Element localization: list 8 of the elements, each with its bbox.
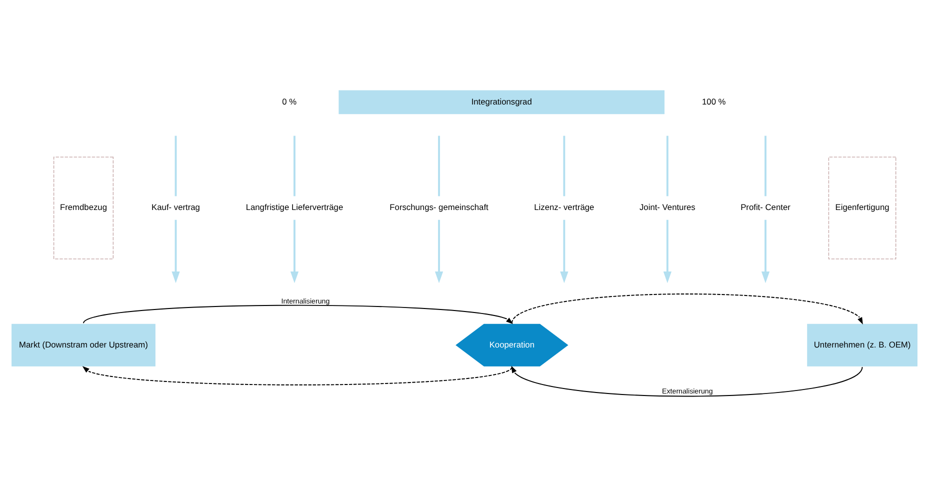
node-text: Kauf- vertrag	[152, 202, 200, 212]
node-text: Joint- Ventures	[639, 202, 696, 212]
node-text: Forschungs- gemeinschaft	[390, 202, 488, 212]
label: 100 %	[702, 96, 726, 106]
node-text: Langfristige Lieferverträge	[246, 202, 344, 212]
node-text: Profit- Center	[740, 202, 790, 212]
node-text: Lizenz- verträge	[534, 202, 594, 212]
label: 0 %	[282, 96, 297, 106]
